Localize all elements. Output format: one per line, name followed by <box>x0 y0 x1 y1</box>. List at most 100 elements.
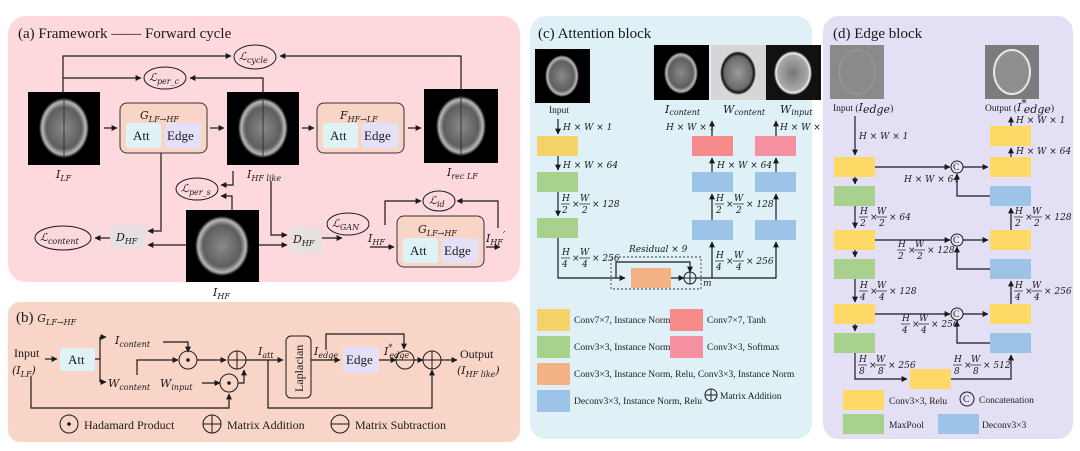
svg-text:×: × <box>726 257 734 267</box>
svg-text:W: W <box>580 194 590 204</box>
svg-text:ℒper_c: ℒper_c <box>149 71 180 86</box>
svg-text:2: 2 <box>715 206 722 216</box>
panel-a-framework: (a) Framework —— Forward cycle ILF GLF→H… <box>8 16 520 301</box>
svg-text:Edge: Edge <box>444 243 471 258</box>
svg-text:× 512: × 512 <box>983 361 1011 371</box>
edge-conv-3 <box>834 304 875 324</box>
svg-text:4: 4 <box>581 260 588 270</box>
loss-id: ℒid <box>422 190 456 212</box>
edge-output-image: Output (I*edge) <box>985 45 1054 116</box>
svg-text:8: 8 <box>954 367 960 377</box>
svg-text:2: 2 <box>581 206 588 216</box>
deconv-block-1a <box>692 220 733 240</box>
svg-text:Output (I*edge): Output (I*edge) <box>985 97 1054 116</box>
svg-text:× 64: × 64 <box>889 213 911 223</box>
svg-text:2: 2 <box>878 219 885 229</box>
legend-swatch <box>537 309 570 331</box>
svg-text:Edge: Edge <box>364 128 391 143</box>
conv3-block-2 <box>537 218 578 238</box>
edge-pool-2 <box>834 259 875 279</box>
svg-text:ℒcontent: ℒcontent <box>40 231 79 246</box>
svg-text:FHF→LF: FHF→LF <box>339 109 378 124</box>
svg-text:IHF like: IHF like <box>246 168 281 183</box>
panel-a-title: (a) Framework —— Forward cycle <box>18 26 232 42</box>
svg-text:H: H <box>1014 207 1023 217</box>
svg-text:4: 4 <box>878 293 885 303</box>
svg-text:× 256: × 256 <box>888 361 916 371</box>
svg-text:Winput: Winput <box>780 103 813 117</box>
svg-text:ℒcycle: ℒcycle <box>239 50 268 65</box>
svg-text:Deconv3×3: Deconv3×3 <box>982 421 1027 431</box>
svg-text:H: H <box>561 194 570 204</box>
edge-pool-1 <box>834 186 875 206</box>
svg-text:W: W <box>919 314 929 324</box>
conv7-block <box>537 136 578 156</box>
svg-text:×: × <box>912 320 920 330</box>
svg-text:×: × <box>908 246 916 256</box>
svg-text:2: 2 <box>1014 219 1021 229</box>
i-edge-label: Iedge <box>313 345 338 360</box>
attn-input-image: Input <box>535 49 590 116</box>
att-module <box>126 123 161 148</box>
panel-b-background <box>8 302 520 442</box>
panel-b-generator-detail: (b) GLF→HF Input (ILF) Att Icontent Wcon… <box>8 302 520 442</box>
svg-text:W: W <box>877 207 887 217</box>
panel-d-edge-block: (d) Edge block Input (Iedge) Output (I*e… <box>823 16 1073 439</box>
i-edge-star-label: I*edge <box>383 343 409 360</box>
svg-text:× 128: × 128 <box>1044 213 1072 223</box>
svg-text:Att: Att <box>133 128 150 143</box>
svg-text:H: H <box>561 248 570 258</box>
svg-text:2: 2 <box>897 252 904 262</box>
image-i-lf: ILF <box>28 92 100 183</box>
panel-c-attention-block: (c) Attention block Input Icontent Wcont… <box>530 16 830 439</box>
svg-text:2: 2 <box>561 206 568 216</box>
svg-text:4: 4 <box>735 263 742 273</box>
svg-text:ℒper_s: ℒper_s <box>181 182 211 197</box>
legend-label: Conv3×3, Instance Norm, Relu, Conv3×3, I… <box>574 370 795 380</box>
label-id-input: IHF <box>367 232 385 247</box>
legend-swatch <box>670 309 703 331</box>
svg-text:W: W <box>1032 281 1042 291</box>
edge-conv-1 <box>834 157 875 177</box>
svg-text:Icontent: Icontent <box>664 103 701 117</box>
panel-d-legend: Conv3×3, Relu C Concatenation MaxPool De… <box>843 390 1034 434</box>
svg-text:2: 2 <box>859 219 866 229</box>
svg-text:2: 2 <box>735 206 742 216</box>
attn-i-content-image: Icontent <box>654 45 709 117</box>
edge-input-image: Input (Iedge) <box>830 45 893 116</box>
svg-text:Hadamard Product: Hadamard Product <box>84 418 175 432</box>
svg-text:ℒid: ℒid <box>429 194 445 209</box>
label-id-output: IHF′ <box>485 229 506 247</box>
svg-text:DHF: DHF <box>115 231 138 246</box>
edge-deconv-1 <box>990 186 1031 206</box>
generator-f-hf-lf: FHF→LF Att Edge <box>316 102 405 154</box>
svg-text:H × W × 2: H × W × 2 <box>779 123 830 133</box>
svg-text:× 256: × 256 <box>931 320 959 330</box>
concat-1: C <box>950 160 964 174</box>
input-label: Input <box>14 346 40 360</box>
svg-text:(ILF): (ILF) <box>12 364 36 379</box>
svg-text:H × W × 64: H × W × 64 <box>562 161 618 171</box>
svg-text:×: × <box>1025 287 1033 297</box>
svg-text:×: × <box>726 200 734 210</box>
i-att-label: Iatt <box>257 345 274 360</box>
panel-b-title: (b) GLF→HF <box>16 310 77 327</box>
edge-bottleneck <box>910 369 951 389</box>
svg-text:H: H <box>953 355 962 365</box>
svg-text:× 128: × 128 <box>592 200 620 210</box>
legend-label: Conv7×7, Tanh <box>707 316 766 326</box>
i-content-label: Icontent <box>114 334 151 349</box>
svg-text:4: 4 <box>859 293 866 303</box>
residual-block <box>631 268 671 288</box>
concat-2: C <box>950 233 964 247</box>
svg-text:H × W × 64: H × W × 64 <box>716 161 772 171</box>
svg-text:H × W × 1: H × W × 1 <box>665 123 715 133</box>
legend-swatch <box>537 363 570 385</box>
image-i-hf: IHF <box>186 210 259 301</box>
svg-text:Matrix Subtraction: Matrix Subtraction <box>355 418 446 432</box>
legend-label: Conv3×3, Instance Norm, Relu <box>574 343 693 353</box>
svg-text:×: × <box>572 200 580 210</box>
edge-pool-3 <box>834 333 875 353</box>
svg-text:× 256: × 256 <box>1044 287 1072 297</box>
svg-text:H × W × 64: H × W × 64 <box>1015 147 1071 157</box>
